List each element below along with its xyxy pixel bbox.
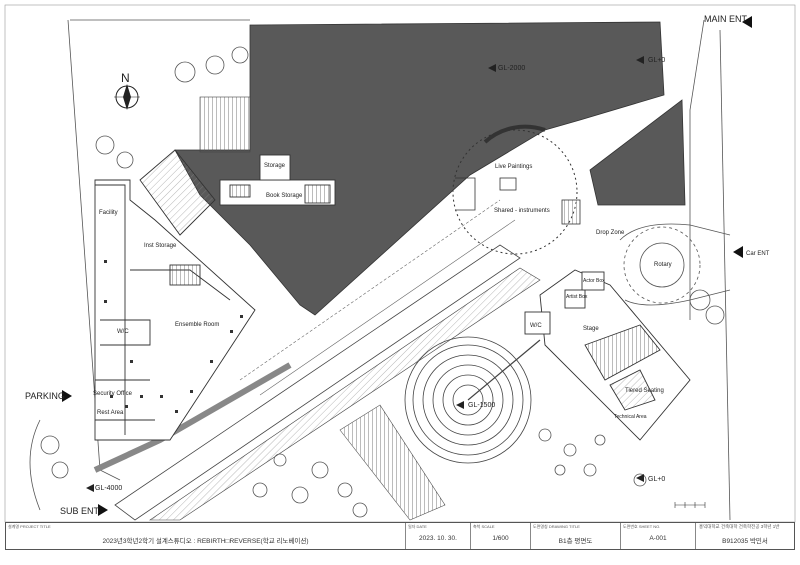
north-label: N (121, 71, 130, 85)
gl-minus-2000-label: GL-2000 (498, 65, 525, 72)
storage-building (219, 154, 336, 206)
trees (40, 46, 725, 518)
car-ent-arrow-icon (733, 246, 743, 258)
drawing-title: B1층 평면도 (558, 538, 593, 545)
title-block-number: 도면번호 SHEET NO. A-001 (621, 523, 696, 549)
project-header: 설계명 PROJECT TITLE (8, 524, 51, 529)
sub-ent-arrow-icon (98, 504, 108, 516)
scale-header: 축척 SCALE (473, 524, 495, 529)
sheet-number: A-001 (649, 535, 667, 542)
east-mass (589, 99, 686, 206)
title-block-project: 설계명 PROJECT TITLE 2023년3학년2학기 설계스튜디오 : R… (6, 523, 406, 549)
parking-label: PARKING (25, 391, 65, 401)
north-arrow-icon (114, 84, 140, 110)
drop-zone-label: Drop Zone (596, 230, 625, 236)
level-markers (86, 56, 644, 492)
date-value: 2023. 10. 30. (419, 535, 457, 542)
title-block-date: 일자 DATE 2023. 10. 30. (406, 523, 471, 549)
central-plaza (452, 124, 581, 255)
main-ent-arrow-icon (742, 16, 752, 28)
entrance-arrows (62, 16, 752, 516)
number-header: 도면번호 SHEET NO. (623, 524, 661, 529)
title-block-drawing: 도면명칭 DRAWING TITLE B1층 평면도 (531, 523, 621, 549)
actor-box-label: Actor Box (583, 278, 605, 284)
date-header: 일자 DATE (408, 524, 427, 529)
scale-value: 1/600 (492, 535, 509, 542)
gl-minus-1500-label: GL-1500 (468, 402, 495, 409)
wc-right-label: W/C (530, 323, 542, 329)
west-building (94, 149, 256, 441)
technical-area-label: Technical Area (614, 414, 647, 420)
artist-box-label: Artist Box (566, 294, 588, 300)
wc-left-label: W/C (117, 329, 129, 335)
student-name: B912035 박민서 (722, 538, 768, 545)
gl-plus0-top-label: GL+0 (648, 57, 665, 64)
security-office-label: Security Office (93, 391, 133, 397)
storage-label: Storage (264, 163, 286, 169)
facility-label: Facility (99, 210, 118, 216)
stage-building (524, 269, 691, 441)
parking-arrow-icon (62, 390, 72, 402)
stage-label: Stage (583, 326, 599, 332)
title-block: 설계명 PROJECT TITLE 2023년3학년2학기 설계스튜디오 : R… (5, 522, 795, 550)
stairs-top (199, 96, 251, 153)
column-grid (104, 260, 243, 413)
sunken-garden-mass (174, 21, 665, 316)
inst-storage-label: Inst Storage (144, 243, 177, 249)
scale-bar (674, 502, 706, 508)
lower-plaza-strip (339, 404, 446, 521)
shared-instruments-label: Shared - instruments (494, 208, 550, 214)
gl-minus-4000-label: GL-4000 (95, 485, 122, 492)
school-name: 홍익대학교 건축대학 건축학전공 3학년 1반 (699, 524, 780, 529)
rest-area-label: Rest Area (97, 410, 124, 416)
title-block-scale: 축척 SCALE 1/600 (471, 523, 531, 549)
ensemble-room-label: Ensemble Room (175, 322, 219, 328)
rotary-label: Rotary (654, 262, 672, 268)
sub-ent-label: SUB ENT (60, 506, 100, 516)
diagonal-road (93, 199, 541, 521)
concentric-amphitheater (404, 336, 541, 464)
book-storage-label: Book Storage (266, 193, 303, 199)
gl-plus0-bottom-label: GL+0 (648, 476, 665, 483)
rotary (619, 223, 731, 306)
drawing-header: 도면명칭 DRAWING TITLE (533, 524, 580, 529)
live-paintings-label: Live Paintings (495, 164, 532, 170)
project-title: 2023년3학년2학기 설계스튜디오 : REBIRTH□REVERSE(학교 … (102, 538, 309, 545)
tiered-seating-label: Tiered Seating (625, 388, 664, 394)
title-block-author: 홍익대학교 건축대학 건축학전공 3학년 1반 B912035 박민서 (696, 523, 794, 549)
main-ent-label: MAIN ENT (704, 14, 748, 24)
car-ent-label: Car ENT (746, 251, 770, 257)
